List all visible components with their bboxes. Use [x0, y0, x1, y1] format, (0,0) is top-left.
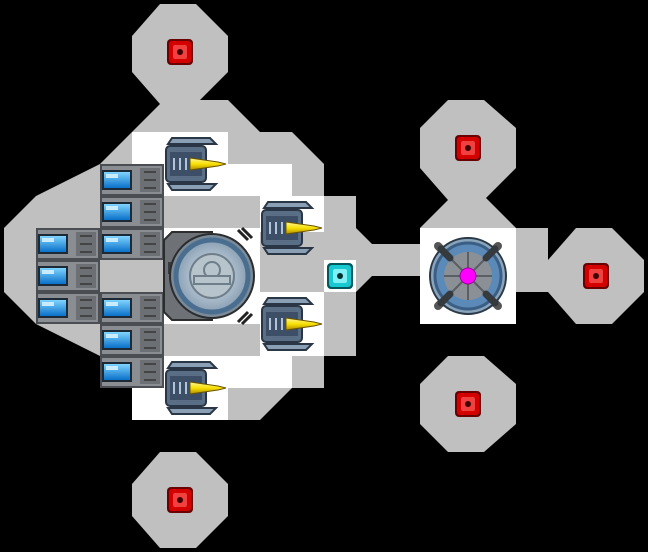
hull-nodes	[167, 39, 609, 513]
engine-module[interactable]	[36, 228, 100, 260]
reactor-module[interactable]	[429, 237, 507, 315]
corridors	[164, 196, 324, 356]
engine-module[interactable]	[100, 196, 164, 228]
engine-module[interactable]	[100, 292, 164, 324]
bridge-module[interactable]	[163, 226, 255, 326]
hull-node[interactable]	[167, 39, 193, 65]
engine-module[interactable]	[100, 324, 164, 356]
engine-module[interactable]	[36, 260, 100, 292]
hub-nodes	[327, 263, 353, 289]
cannons	[165, 137, 323, 415]
hull-node[interactable]	[167, 487, 193, 513]
cannon-module[interactable]	[165, 361, 227, 415]
engine-module[interactable]	[100, 164, 164, 196]
hull-node[interactable]	[583, 263, 609, 289]
corridor-upper	[164, 196, 260, 228]
engines	[36, 164, 164, 388]
engine-module[interactable]	[100, 228, 164, 260]
cannon-module[interactable]	[261, 297, 323, 351]
reactor-core	[459, 267, 477, 285]
cannon-module[interactable]	[261, 201, 323, 255]
engine-module[interactable]	[36, 292, 100, 324]
hub-node[interactable]	[327, 263, 353, 289]
corridor-lower	[164, 324, 260, 356]
hull-node[interactable]	[455, 391, 481, 417]
engine-module[interactable]	[100, 356, 164, 388]
corridor-right	[260, 260, 324, 292]
cannon-module[interactable]	[165, 137, 227, 191]
hull-node[interactable]	[455, 135, 481, 161]
